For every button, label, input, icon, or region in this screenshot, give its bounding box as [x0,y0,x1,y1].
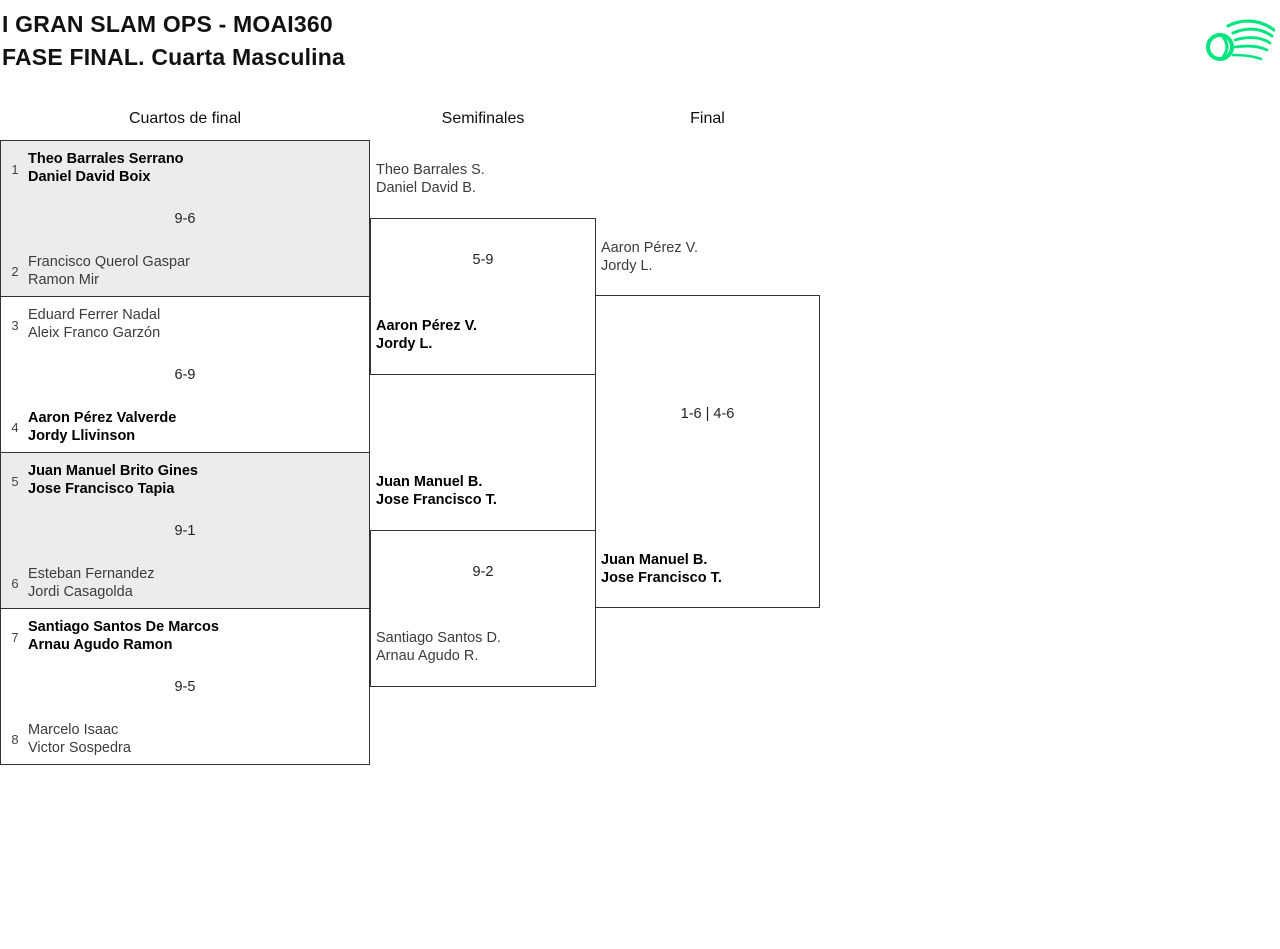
player-name: Theo Barrales Serrano [28,151,184,167]
player-name: Daniel David Boix [28,169,151,185]
player-name: Jose Francisco T. [376,492,497,508]
player-name: Jordy L. [376,336,433,352]
final-team-bottom: Juan Manuel B. Jose Francisco T. [601,551,722,587]
page-title: I GRAN SLAM OPS - MOAI360 FASE FINAL. Cu… [2,8,345,74]
semifinal-1-team-top: Theo Barrales S. Daniel David B. [376,161,485,197]
seed-number: 7 [11,629,19,645]
match-score: 9-5 [174,679,196,695]
phase-subtitle: FASE FINAL. Cuarta Masculina [2,44,345,70]
player-name: Daniel David B. [376,180,476,196]
seed-number: 4 [11,419,19,435]
team-pair: Francisco Querol Gaspar Ramon Mir [28,253,190,289]
match-score: 1-6 | 4-6 [680,406,735,422]
match-score: 9-6 [174,211,196,227]
match-score: 9-2 [472,564,494,580]
tournament-title: I GRAN SLAM OPS - MOAI360 [2,11,333,37]
team-pair: Aaron Pérez Valverde Jordy Llivinson [28,409,176,445]
player-name: Jose Francisco Tapia [28,481,175,497]
team-pair: Esteban Fernandez Jordi Casagolda [28,565,155,601]
quarterfinal-match-2: 3 Eduard Ferrer Nadal Aleix Franco Garzó… [0,296,370,453]
player-name: Jordy L. [601,258,653,274]
semifinal-2-team-top: Juan Manuel B. Jose Francisco T. [376,473,497,509]
player-name: Santiago Santos D. [376,630,501,646]
team-pair: Eduard Ferrer Nadal Aleix Franco Garzón [28,306,160,342]
team-pair: Marcelo Isaac Victor Sospedra [28,721,131,757]
quarterfinal-match-1: 1 Theo Barrales Serrano Daniel David Boi… [0,140,370,297]
player-name: Jose Francisco T. [601,570,722,586]
player-name: Victor Sospedra [28,740,131,756]
seed-number: 1 [11,161,19,177]
column-header-quarterfinals: Cuartos de final [128,110,242,127]
semifinal-2-team-bottom: Santiago Santos D. Arnau Agudo R. [376,629,501,665]
player-name: Aleix Franco Garzón [28,325,161,341]
player-name: Aaron Pérez V. [376,318,478,334]
match-score: 6-9 [174,367,196,383]
player-name: Esteban Fernandez [28,566,155,582]
seed-number: 2 [11,263,19,279]
player-name: Santiago Santos De Marcos [28,619,219,635]
team-pair: Theo Barrales Serrano Daniel David Boix [28,150,184,186]
semifinal-1-team-bottom: Aaron Pérez V. Jordy L. [376,317,477,353]
player-name: Arnau Agudo R. [376,648,479,664]
player-name: Jordy Llivinson [28,428,136,444]
column-header-semifinals: Semifinales [441,110,525,127]
seed-number: 3 [11,317,19,333]
tennis-ball-swoosh-logo-icon [1206,19,1275,61]
match-score: 5-9 [472,252,494,268]
player-name: Jordi Casagolda [28,584,133,600]
seed-number: 8 [11,731,19,747]
player-name: Ramon Mir [28,272,99,288]
seed-number: 6 [11,575,19,591]
team-pair: Juan Manuel Brito Gines Jose Francisco T… [28,462,198,498]
player-name: Juan Manuel Brito Gines [28,463,198,479]
final-match: 1-6 | 4-6 [595,295,820,608]
team-pair: Santiago Santos De Marcos Arnau Agudo Ra… [28,618,219,654]
player-name: Juan Manuel B. [376,474,483,490]
quarterfinal-match-3: 5 Juan Manuel Brito Gines Jose Francisco… [0,452,370,609]
player-name: Juan Manuel B. [601,552,708,568]
player-name: Aaron Pérez V. [601,240,698,256]
match-score: 9-1 [174,523,196,539]
player-name: Theo Barrales S. [376,162,485,178]
player-name: Aaron Pérez Valverde [28,410,177,426]
player-name: Arnau Agudo Ramon [28,637,173,653]
semifinal-match-2: 9-2 [370,530,596,687]
final-team-top: Aaron Pérez V. Jordy L. [601,239,698,275]
player-name: Francisco Querol Gaspar [28,254,190,270]
seed-number: 5 [11,473,19,489]
column-header-final: Final [690,110,725,127]
quarterfinal-match-4: 7 Santiago Santos De Marcos Arnau Agudo … [0,608,370,765]
player-name: Marcelo Isaac [28,722,119,738]
player-name: Eduard Ferrer Nadal [28,307,161,323]
